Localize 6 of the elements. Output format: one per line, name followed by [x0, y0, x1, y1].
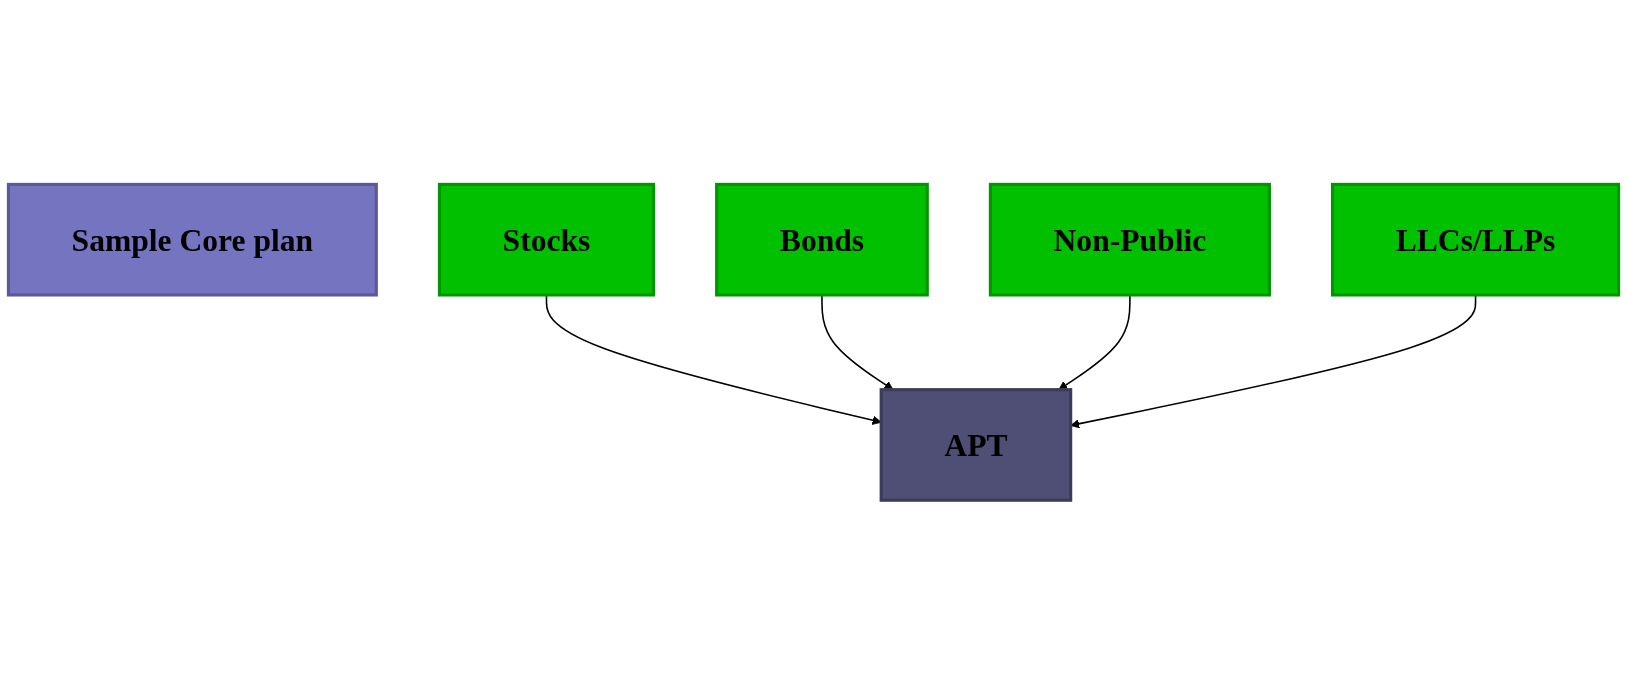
node-box: LLCs/LLPs: [1330, 182, 1621, 297]
node-box: Sample Core plan: [6, 182, 378, 297]
node-box: Non-Public: [988, 182, 1271, 297]
node-box: Stocks: [437, 182, 656, 297]
node-box: APT: [879, 387, 1073, 502]
node-box: Bonds: [715, 182, 929, 297]
